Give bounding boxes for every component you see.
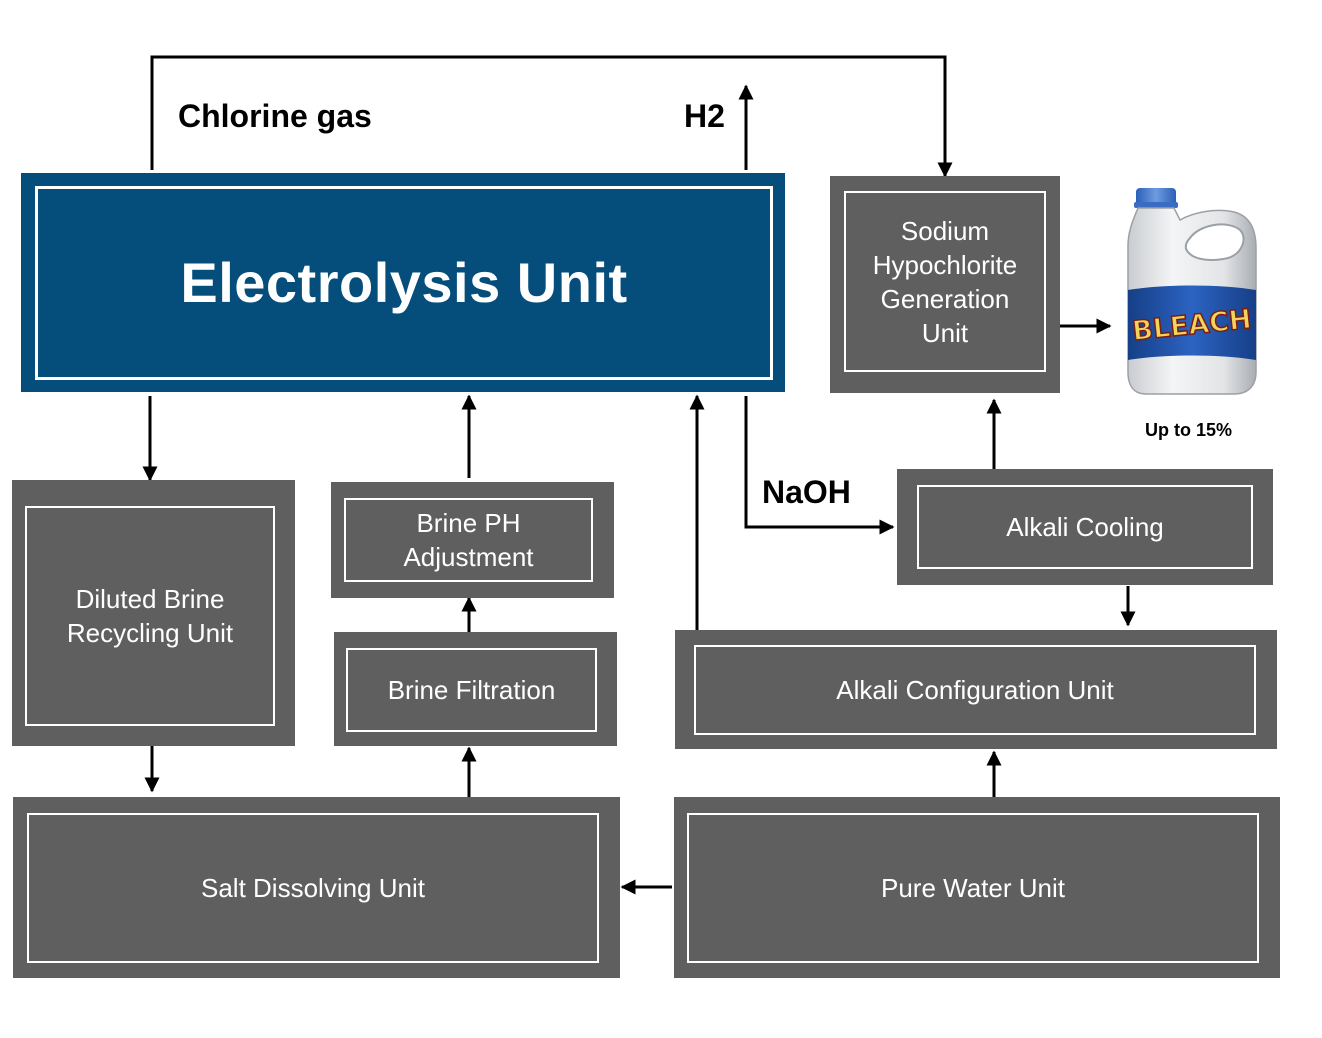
chlorine-gas-arrow <box>150 55 953 178</box>
naoh-label: NaOH <box>762 474 851 510</box>
sodium-hypochlorite-unit: Sodium Hypochlorite Generation Unit <box>830 176 1060 393</box>
sodium-hypochlorite-unit-label: Sodium Hypochlorite Generation Unit <box>844 191 1046 372</box>
alkali-configuration-unit: Alkali Configuration Unit <box>675 630 1277 749</box>
diluted-brine-unit-label: Diluted Brine Recycling Unit <box>25 506 275 726</box>
brine-ph-unit-label: Brine PH Adjustment <box>344 498 593 582</box>
alkali-cooling-unit: Alkali Cooling <box>897 469 1273 585</box>
electrolysis-unit-label: Electrolysis Unit <box>35 186 773 380</box>
naoh-arrow <box>744 396 895 535</box>
brine-filtration-unit-label: Brine Filtration <box>346 648 597 732</box>
brine-ph-unit: Brine PH Adjustment <box>331 482 614 598</box>
alkali-configuration-unit-label: Alkali Configuration Unit <box>694 645 1256 735</box>
h2-label: H2 <box>684 98 725 134</box>
chlorine-gas-label: Chlorine gas <box>178 98 372 134</box>
salt-dissolving-unit: Salt Dissolving Unit <box>13 797 620 978</box>
pure-water-unit-label: Pure Water Unit <box>687 813 1259 963</box>
electrolysis-unit: Electrolysis Unit <box>21 173 785 392</box>
alkali-cooling-unit-label: Alkali Cooling <box>917 485 1253 569</box>
diluted-brine-unit: Diluted Brine Recycling Unit <box>12 480 295 746</box>
pure-water-unit: Pure Water Unit <box>674 797 1280 978</box>
concentration-label: Up to 15% <box>1145 420 1233 440</box>
salt-dissolving-unit-label: Salt Dissolving Unit <box>27 813 599 963</box>
bleach-bottle-icon: BLEACH <box>1127 188 1257 395</box>
brine-filtration-unit: Brine Filtration <box>334 632 617 746</box>
